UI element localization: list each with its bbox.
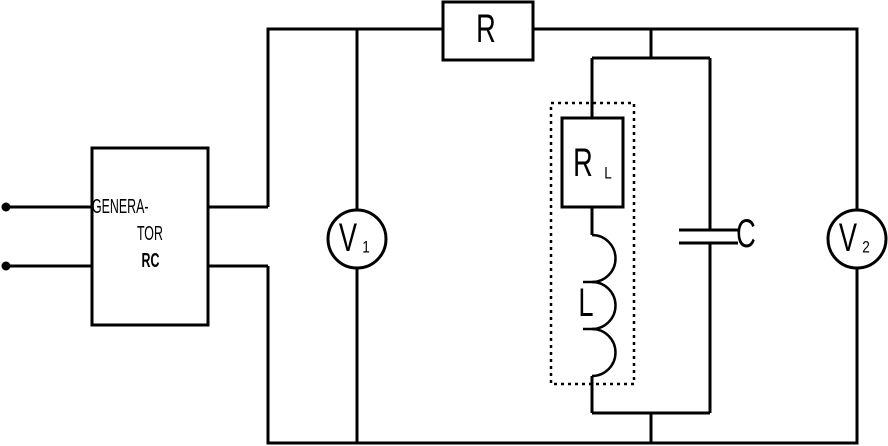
voltmeter2-label: V bbox=[838, 216, 858, 260]
voltmeter1-subscript: 1 bbox=[362, 237, 370, 257]
resistor-rl-subscript: L bbox=[604, 163, 612, 183]
voltmeter2-circle bbox=[826, 208, 888, 270]
resistor-r-label: R bbox=[476, 7, 496, 51]
resistor-r-box bbox=[441, 0, 535, 62]
voltmeter2-subscript: 2 bbox=[862, 237, 870, 257]
resistor-rl-label: R bbox=[573, 141, 593, 185]
voltmeter1-label: V bbox=[338, 216, 358, 260]
generator-label-line2: TOR bbox=[137, 223, 163, 245]
capacitor-label: C bbox=[736, 212, 756, 256]
wire-bottom-loop bbox=[266, 266, 859, 445]
resistor-rl-box bbox=[560, 116, 625, 209]
wire-top-left bbox=[266, 27, 443, 207]
generator-box bbox=[90, 146, 210, 327]
inductor-label: L bbox=[578, 281, 594, 325]
inductor-coil bbox=[591, 233, 617, 378]
wire-top-right bbox=[533, 27, 859, 210]
generator-label-line1: GENERA- bbox=[92, 196, 149, 218]
generator-label-line3: RC bbox=[141, 250, 159, 272]
generator-label: GENERA- TOR RC bbox=[92, 194, 208, 275]
